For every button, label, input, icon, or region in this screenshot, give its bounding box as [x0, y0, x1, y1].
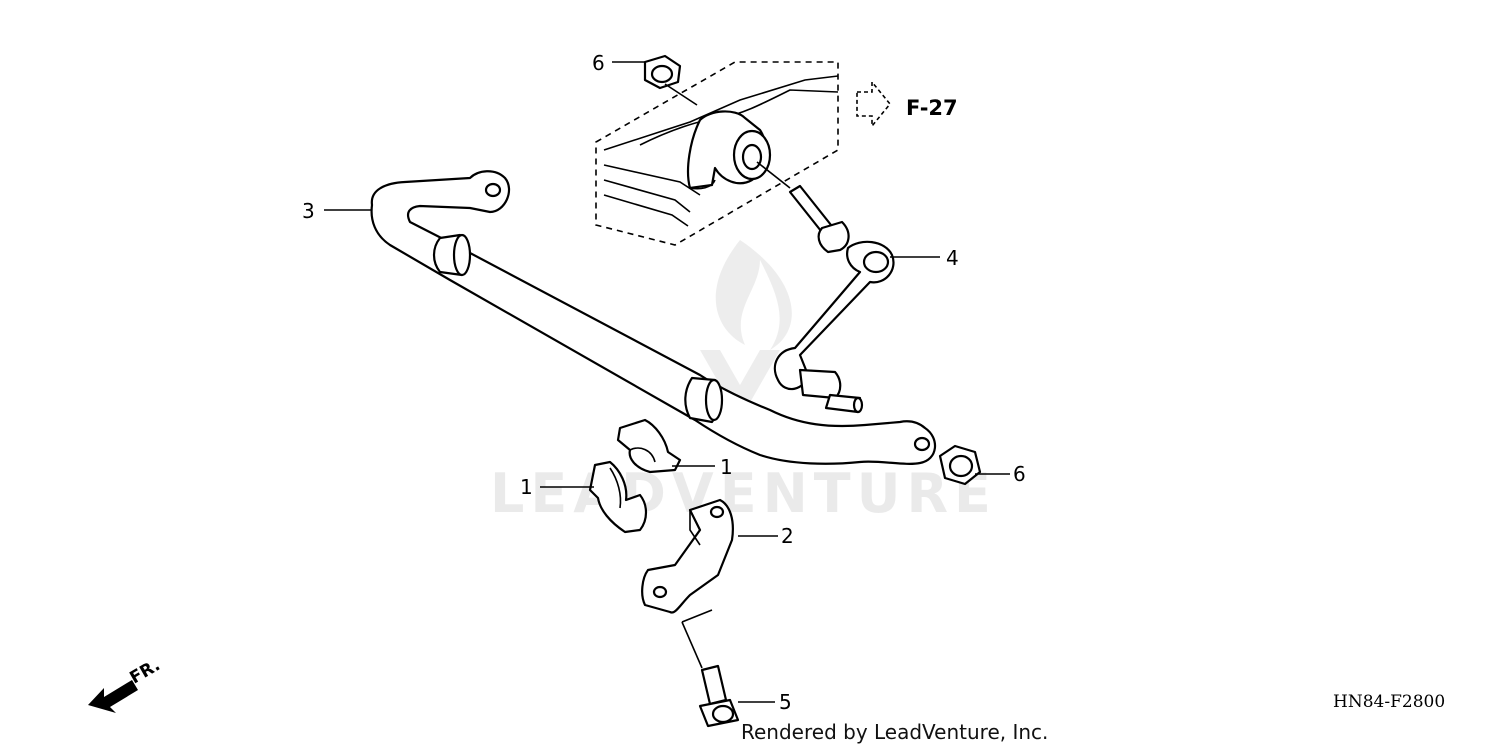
bushing-upper	[616, 418, 682, 474]
stabilizer-link	[773, 184, 895, 414]
stabilizer-bar	[370, 170, 936, 465]
callout-2: 2	[781, 524, 794, 548]
callout-6-top: 6	[592, 51, 605, 75]
flange-nut-top	[643, 54, 682, 90]
render-credit: Rendered by LeadVenture, Inc.	[741, 720, 1048, 744]
front-direction-arrow-icon	[88, 680, 138, 713]
frame-reference-view	[595, 61, 839, 246]
bushing-holder	[641, 498, 734, 614]
flange-bolt	[698, 664, 740, 728]
reference-arrow-icon	[856, 79, 892, 129]
callout-6-right: 6	[1013, 462, 1026, 486]
flange-nut-right	[938, 444, 982, 486]
callout-1-left: 1	[520, 475, 533, 499]
leadventure-watermark: LEADVENTURE	[490, 240, 997, 525]
callout-1-right: 1	[720, 455, 733, 479]
drawing-code: HN84-F2800	[1333, 692, 1445, 712]
callout-4: 4	[946, 246, 959, 270]
leader-lines	[324, 61, 1010, 703]
watermark-text: LEADVENTURE	[490, 462, 997, 525]
callout-5: 5	[779, 690, 792, 714]
bushing-lower	[588, 460, 648, 534]
callout-3: 3	[302, 199, 315, 223]
reference-label: F-27	[906, 96, 958, 120]
